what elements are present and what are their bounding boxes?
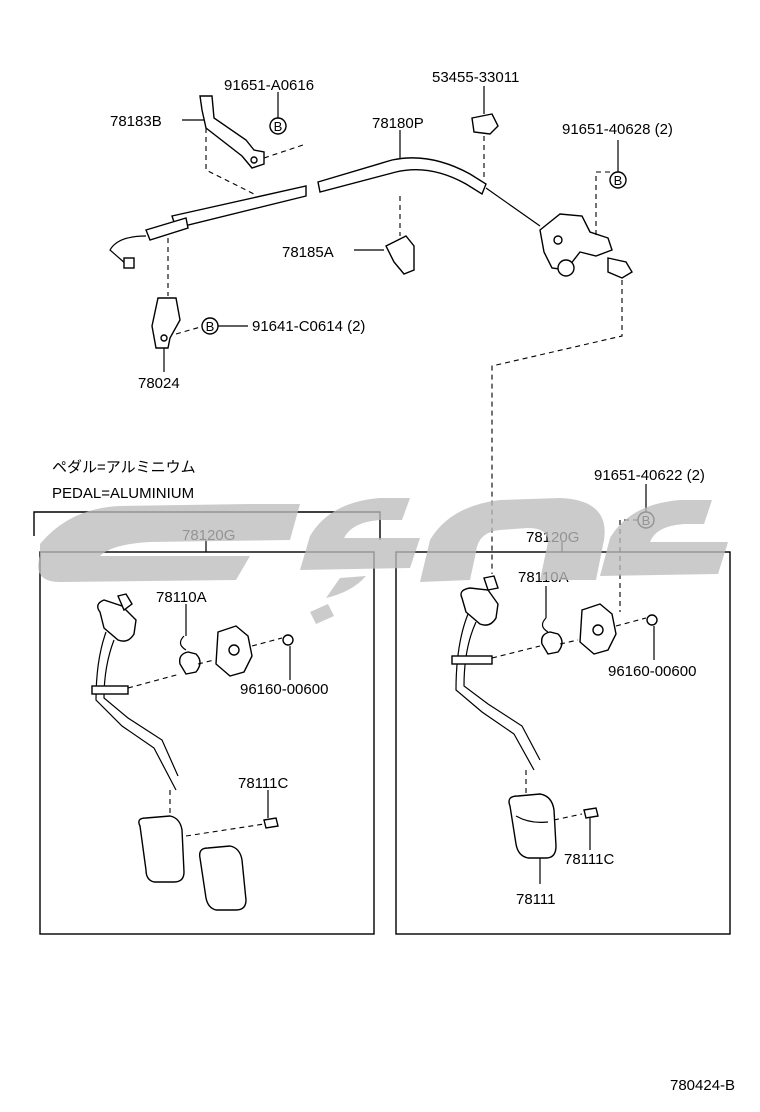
label-78183b: 78183B: [110, 113, 162, 130]
right-pedal-arm: [451, 575, 541, 771]
bolt-marker-a0616: B: [269, 117, 287, 135]
right-spring-78110a: [540, 617, 563, 655]
label-left-78111c: 78111C: [238, 775, 288, 792]
label-left-96160: 96160-00600: [240, 681, 328, 698]
dash-40622: [619, 519, 638, 612]
label-78024: 78024: [138, 375, 180, 392]
right-assembly-group: 78120G 78110A 96160-00600: [395, 529, 731, 935]
left-spring-78110a: [178, 635, 201, 675]
label-right-78111: 78111: [516, 891, 556, 908]
dash-78024-bolt: [175, 325, 205, 335]
label-78180p: 78180P: [372, 115, 424, 132]
svg-text:B: B: [206, 319, 215, 334]
label-left-78110a: 78110A: [156, 589, 207, 606]
bolt-marker-40628: B: [609, 171, 627, 189]
left-assembly-box: [39, 551, 375, 935]
left-clip-96160: [282, 634, 294, 646]
bolt-marker-c0614: B: [201, 317, 219, 335]
label-91651-40628: 91651-40628 (2): [562, 121, 673, 138]
left-pedal-pad-2: [198, 845, 247, 911]
dash-78183b-bolt: [263, 143, 307, 159]
label-53455-33011: 53455-33011: [432, 69, 519, 86]
svg-text:B: B: [614, 173, 623, 188]
dash-40628: [595, 171, 610, 236]
svg-text:B: B: [274, 119, 283, 134]
label-78185a: 78185A: [282, 244, 334, 261]
left-bracket-part: [215, 625, 253, 677]
note-english: PEDAL=ALUMINIUM: [52, 485, 194, 502]
right-clip-96160: [646, 614, 658, 626]
right-bracket-part: [579, 603, 617, 655]
diagram-id: 780424-B: [670, 1077, 735, 1094]
label-right-78111c: 78111C: [564, 851, 614, 868]
clamp-78185a: [385, 235, 415, 275]
label-91641-c0614: 91641-C0614 (2): [252, 318, 365, 335]
accelerator-cable: [109, 157, 633, 279]
right-pin-78111c: [583, 807, 599, 819]
right-assembly-box: [395, 551, 731, 935]
left-pedal-pad-1: [138, 815, 185, 883]
watermark-logo: [38, 498, 728, 624]
bracket-78183b: [199, 95, 265, 169]
dash-78183b-cable: [205, 128, 255, 195]
label-91651-40622: 91651-40622 (2): [594, 467, 705, 484]
left-pedal-arm: [91, 593, 179, 791]
clip-53455-33011: [471, 113, 499, 135]
note-japanese: ペダル=アルミニウム: [52, 459, 196, 476]
right-pedal-pad: [508, 793, 557, 859]
left-pin-78111c: [263, 817, 279, 829]
label-91651-a0616: 91651-A0616: [224, 77, 314, 94]
dash-cable-to-pedal: [491, 280, 623, 574]
label-right-96160: 96160-00600: [608, 663, 696, 680]
bracket-78024: [151, 297, 181, 349]
